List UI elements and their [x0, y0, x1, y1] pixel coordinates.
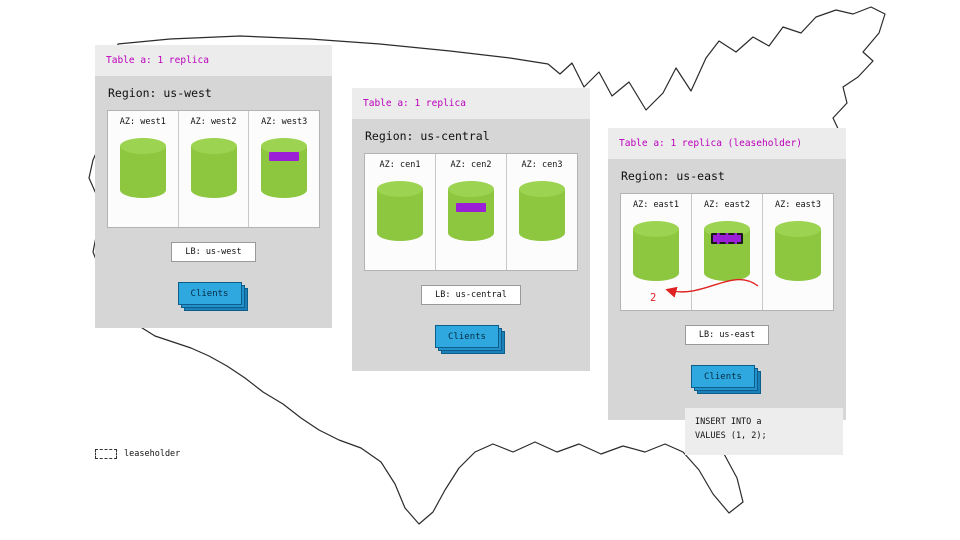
region-panel-body: Region: us-east AZ: east1 AZ: east2	[608, 159, 846, 420]
sql-line-2: VALUES (1, 2);	[695, 431, 767, 442]
database-cylinder	[448, 181, 494, 241]
az-container: AZ: east1 AZ: east2 AZ: east3	[620, 193, 834, 311]
sql-annotation: INSERT INTO a VALUES (1, 2);	[685, 408, 843, 455]
clients-stack: Clients	[177, 282, 250, 314]
database-cylinder	[775, 221, 821, 281]
database-cylinder	[519, 181, 565, 241]
database-cylinder	[377, 181, 423, 241]
az-label: AZ: west2	[190, 117, 237, 127]
az-column: AZ: west3	[249, 111, 319, 227]
clients-button: Clients	[435, 325, 499, 348]
az-column: AZ: east2	[692, 194, 763, 310]
replica-marker	[269, 152, 300, 161]
table-replica-header: Table a: 1 replica	[352, 88, 590, 119]
az-label: AZ: west3	[261, 117, 308, 127]
region-panel-body: Region: us-west AZ: west1 AZ: west2	[95, 76, 332, 328]
region-panel-body: Region: us-central AZ: cen1 AZ: cen2	[352, 119, 590, 371]
az-label: AZ: east2	[703, 200, 751, 210]
region-panel-us-west: Table a: 1 replica Region: us-west AZ: w…	[95, 45, 332, 328]
database-cylinder	[119, 138, 166, 198]
clients-stack: Clients	[691, 365, 763, 397]
az-column: AZ: west2	[179, 111, 250, 227]
az-label: AZ: cen3	[521, 160, 563, 170]
load-balancer-box: LB: us-west	[171, 242, 256, 262]
az-label: AZ: east1	[632, 200, 680, 210]
az-column: AZ: cen1	[365, 154, 436, 270]
leaseholder-legend: leaseholder	[95, 449, 180, 459]
database-cylinder	[704, 221, 750, 281]
load-balancer-box: LB: us-east	[684, 325, 770, 345]
az-container: AZ: cen1 AZ: cen2 AZ: cen3	[364, 153, 578, 271]
replica-marker	[456, 203, 486, 212]
az-label: AZ: cen2	[450, 160, 492, 170]
sql-line-1: INSERT INTO a	[695, 417, 762, 427]
az-column: AZ: west1	[108, 111, 179, 227]
region-title: Region: us-east	[621, 169, 725, 183]
az-column: AZ: cen2	[436, 154, 507, 270]
leaseholder-legend-label: leaseholder	[124, 449, 181, 459]
az-container: AZ: west1 AZ: west2 AZ: west3	[107, 110, 320, 228]
table-replica-header: Table a: 1 replica	[95, 45, 332, 76]
az-label: AZ: west1	[119, 117, 166, 127]
region-panel-us-east: Table a: 1 replica (leaseholder) Region:…	[608, 128, 846, 420]
az-column: AZ: east1	[621, 194, 692, 310]
database-cylinder	[190, 138, 237, 198]
region-panel-us-central: Table a: 1 replica Region: us-central AZ…	[352, 88, 590, 371]
az-label: AZ: cen1	[379, 160, 421, 170]
region-title: Region: us-central	[365, 129, 490, 143]
leaseholder-legend-swatch	[95, 449, 117, 459]
load-balancer-box: LB: us-central	[421, 285, 521, 305]
table-replica-header: Table a: 1 replica (leaseholder)	[608, 128, 846, 159]
database-cylinder	[633, 221, 679, 281]
clients-button: Clients	[691, 365, 755, 388]
region-title: Region: us-west	[108, 86, 212, 100]
database-cylinder	[261, 138, 308, 198]
leaseholder-marker	[711, 233, 743, 244]
clients-button: Clients	[177, 282, 242, 305]
az-column: AZ: cen3	[507, 154, 577, 270]
az-column: AZ: east3	[763, 194, 833, 310]
clients-stack: Clients	[435, 325, 507, 357]
az-label: AZ: east3	[774, 200, 822, 210]
